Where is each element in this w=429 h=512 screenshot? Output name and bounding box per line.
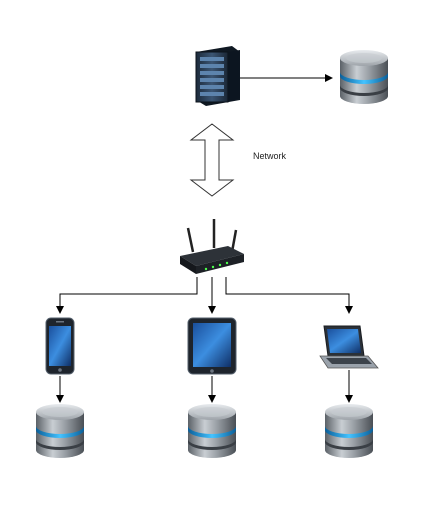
tablet-database-icon	[188, 404, 236, 458]
laptop-database-icon	[325, 404, 373, 458]
server-database-icon	[340, 50, 388, 104]
phone-database-icon	[36, 404, 84, 458]
laptop-icon	[319, 325, 379, 369]
tablet-icon	[187, 317, 237, 375]
smartphone-icon	[45, 317, 75, 375]
network-label: Network	[253, 151, 287, 161]
edge-router-to-phone	[56, 277, 198, 314]
wireless-router-icon	[180, 219, 244, 274]
edge-router-to-laptop	[225, 277, 353, 314]
network-double-arrow	[189, 123, 235, 197]
server-rack-icon	[195, 46, 240, 106]
